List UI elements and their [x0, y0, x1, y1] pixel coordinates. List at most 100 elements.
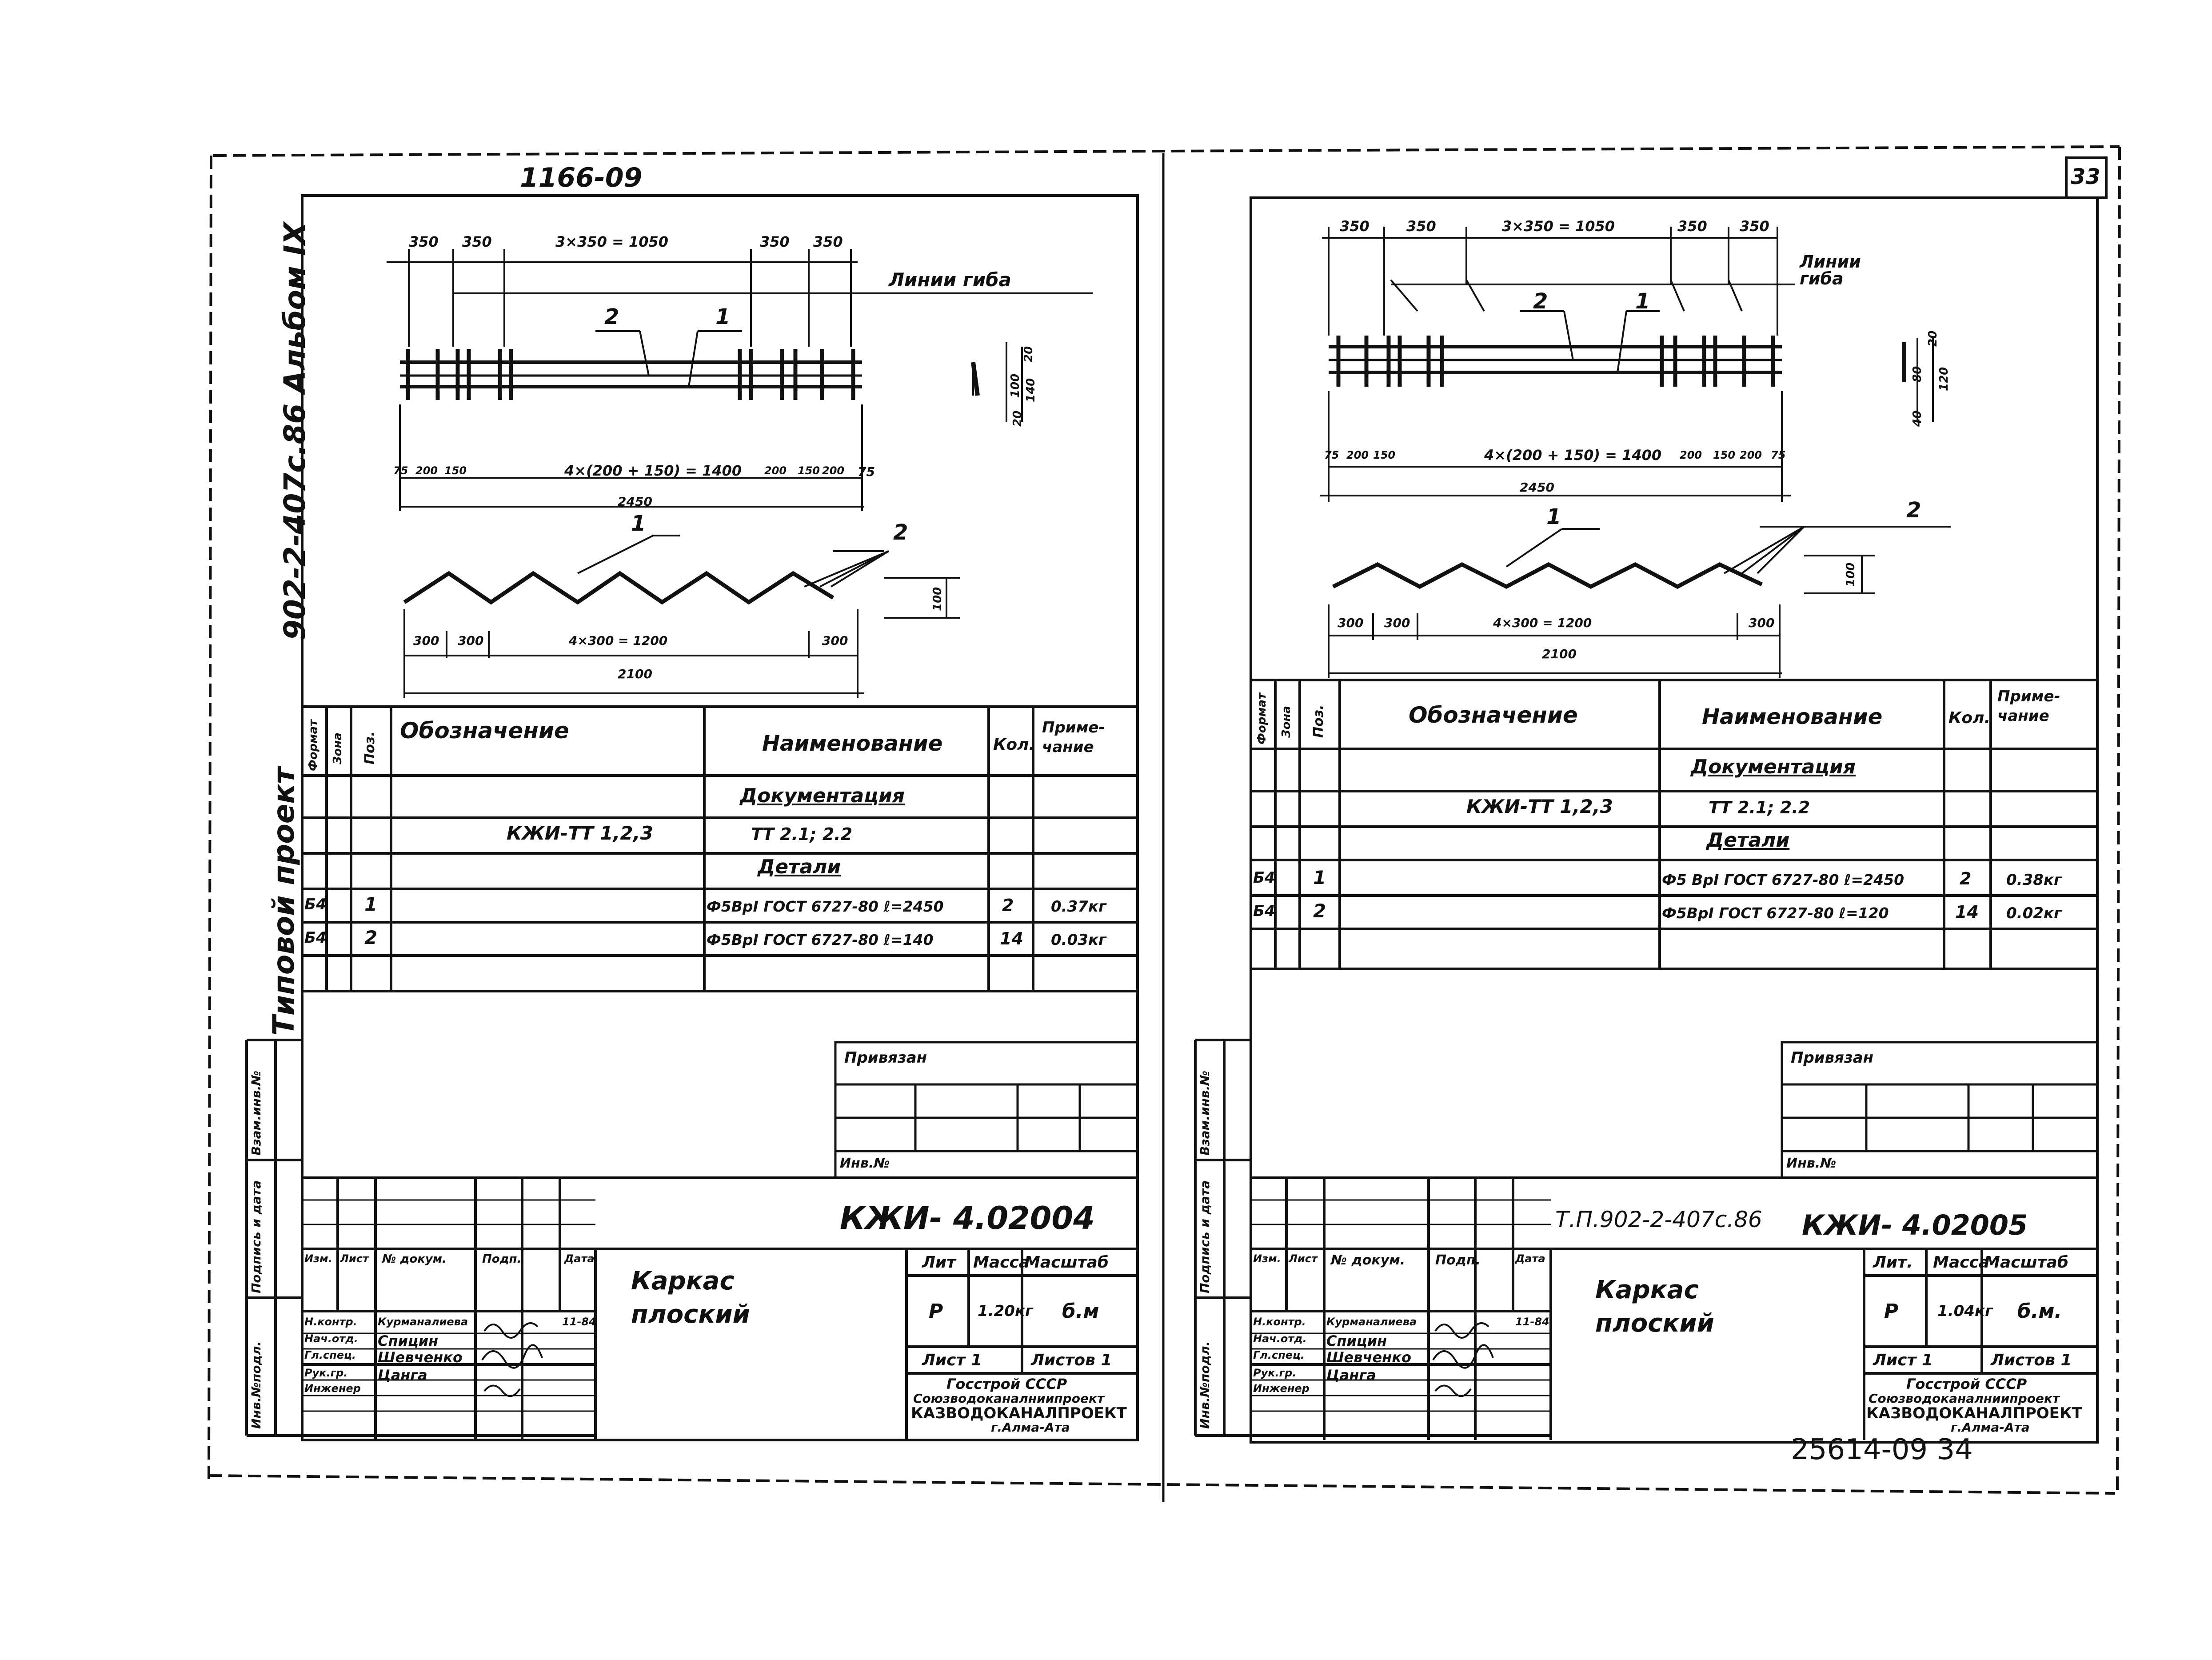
right-stamp-name-2: Спицин: [1326, 1332, 1387, 1349]
right-profile-view: [1328, 526, 1951, 678]
right-spec-row1-format: Б4: [1253, 869, 1275, 887]
right-spec-hdr-name: Наименование: [1702, 704, 1883, 729]
right-spec-hdr-pos: Поз.: [1311, 704, 1326, 738]
left-spec-row1-name: Ф5ВрⅠ ГОСТ 6727-80 ℓ=2450: [707, 898, 944, 915]
left-stamp-col-sign: Подп.: [482, 1252, 522, 1266]
left-stamp-sign-date: 11-84: [562, 1316, 596, 1328]
left-spec-hdr-zone: Зона: [331, 732, 344, 764]
right-profile-dim-4: 300: [1749, 616, 1775, 630]
right-privyazan-label: Привязан: [1791, 1049, 1874, 1067]
left-profile-dim-2: 300: [458, 633, 484, 648]
left-spec-row2-pos: 2: [364, 927, 378, 948]
left-stamp-org-3: КАЗВОДОКАНАЛПРОЕКТ: [911, 1404, 1127, 1422]
right-profile-callout-2: 2: [1906, 498, 1921, 523]
left-profile-dim-4: 300: [822, 633, 848, 648]
left-spec-hdr-qty: Кол.: [993, 736, 1035, 754]
right-stamp-sheet: Лист 1: [1873, 1351, 1933, 1369]
left-stamp-title-2: плоский: [631, 1300, 750, 1329]
right-dim-bot-8: 75: [1771, 449, 1786, 461]
side-label-inv-podl-right: Инв.№подл.: [1198, 1341, 1212, 1429]
archive-number: 25614-09 34: [1791, 1433, 1973, 1466]
right-stamp-col-date: Дата: [1515, 1252, 1545, 1265]
side-label-vzam: Взам.инв.№: [249, 1070, 264, 1156]
right-spec-hdr-zone: Зона: [1280, 706, 1293, 738]
right-stamp-col-list: Лист: [1289, 1252, 1318, 1265]
left-dim-top-2: 350: [462, 233, 492, 250]
left-spec-section-doc: Документация: [740, 784, 905, 807]
right-stamp-sign-date: 11-84: [1515, 1316, 1549, 1328]
left-dim-bot-1: 75: [393, 464, 408, 477]
left-spec-row2-note: 0.03кг: [1051, 931, 1106, 949]
right-spec-hdr-designation: Обозначение: [1409, 702, 1578, 728]
right-stamp-mass: 1.04кг: [1937, 1302, 1993, 1320]
left-stamp-title-1: Каркас: [631, 1267, 735, 1296]
left-spec-section-parts: Детали: [758, 856, 841, 878]
left-stamp-role-2: Нач.отд.: [304, 1332, 358, 1345]
right-profile-callout-1: 1: [1546, 504, 1561, 529]
left-spec-hdr-format: Формат: [307, 719, 320, 771]
right-spec-row1-pos: 1: [1313, 867, 1326, 888]
right-dim-top-3: 3×350 = 1050: [1502, 218, 1615, 235]
right-stamp-code: КЖИ- 4.02005: [1802, 1209, 2028, 1241]
left-profile-total: 2100: [618, 667, 652, 681]
right-stamp-col-sign: Подп.: [1435, 1252, 1481, 1268]
right-dim-top-2: 350: [1406, 218, 1436, 235]
right-stamp-role-2: Нач.отд.: [1253, 1332, 1307, 1345]
right-side-dim-3: 120: [1937, 367, 1951, 391]
left-stamp-lit-label: Лит: [922, 1253, 956, 1272]
right-profile-total: 2100: [1542, 647, 1577, 661]
left-stamp-sheets: Листов 1: [1031, 1351, 1112, 1369]
left-callout-1: 1: [715, 304, 731, 329]
right-title-block-grid: [1251, 1176, 2097, 1440]
left-spec-row1-note: 0.37кг: [1051, 898, 1106, 916]
right-stamp-project: Т.П.902-2-407с.86: [1555, 1207, 1762, 1232]
right-dim-bot-3: 150: [1373, 449, 1396, 461]
left-stamp-name-3: Шевченко: [378, 1349, 463, 1366]
right-spec-row1-name: Ф5 ВрⅠ ГОСТ 6727-80 ℓ=2450: [1662, 871, 1905, 888]
left-stamp-sheet: Лист 1: [922, 1351, 982, 1369]
left-profile-height: 100: [931, 587, 944, 611]
right-stamp-role-1: Н.контр.: [1253, 1316, 1306, 1328]
side-label-sign-date: Подпись и дата: [249, 1180, 264, 1293]
left-spec-doc-name: ТТ 2.1; 2.2: [751, 824, 853, 844]
left-spec-hdr-designation: Обозначение: [400, 718, 569, 744]
left-dim-top-3: 3×350 = 1050: [555, 233, 669, 250]
right-stamp-role-3: Гл.спец.: [1253, 1349, 1305, 1361]
right-dim-bot-1: 75: [1324, 449, 1339, 461]
right-profile-dim-2: 300: [1384, 616, 1410, 630]
left-side-dim-2: 100: [1009, 373, 1022, 398]
right-stamp-org-2: Союзводоканалниипроект: [1869, 1391, 2060, 1406]
left-callout-2: 2: [604, 304, 619, 329]
left-side-dim-3: 140: [1024, 378, 1038, 402]
left-spec-hdr-note: Приме- чание: [1042, 719, 1105, 756]
right-stamp-col-izm: Изм.: [1253, 1252, 1281, 1265]
left-dim-bot-4: 4×(200 + 150) = 1400: [564, 462, 742, 479]
right-spec-hdr-format: Формат: [1255, 692, 1269, 744]
right-spec-section-doc: Документация: [1691, 756, 1856, 778]
left-dim-bot-2: 200: [415, 464, 438, 477]
right-spec-row2-format: Б4: [1253, 902, 1275, 920]
right-side-dim-2: 80: [1911, 366, 1924, 382]
left-spec-row1-format: Б4: [304, 896, 327, 913]
left-spec-grid: [301, 705, 1139, 992]
left-stamp-lit: Р: [929, 1300, 943, 1323]
left-dim-bot-6: 150: [798, 464, 820, 477]
right-dim-bot-6: 150: [1713, 449, 1736, 461]
left-stamp-code: КЖИ- 4.02004: [840, 1200, 1095, 1236]
right-side-dim-4: 40: [1911, 410, 1924, 427]
left-profile-callout-1: 1: [631, 511, 646, 536]
right-stamp-lit-label: Лит.: [1873, 1253, 1913, 1272]
right-spec-row2-note: 0.02кг: [2006, 904, 2062, 922]
right-stamp-title-2: плоский: [1595, 1309, 1714, 1338]
left-dim-top-1: 350: [409, 233, 439, 250]
left-stamp-org-2: Союзводоканалниипроект: [913, 1391, 1105, 1406]
left-profile-callout-2: 2: [893, 520, 908, 545]
right-stamp-name-4: Цанга: [1326, 1367, 1376, 1384]
right-dim-bot-2: 200: [1346, 449, 1369, 461]
side-label-sign-date-right: Подпись и дата: [1198, 1180, 1212, 1293]
left-spec-row2-format: Б4: [304, 929, 327, 947]
left-plan-view: [387, 249, 1093, 511]
left-stamp-role-5: Инженер: [304, 1382, 361, 1395]
right-callout-1: 1: [1635, 289, 1650, 314]
